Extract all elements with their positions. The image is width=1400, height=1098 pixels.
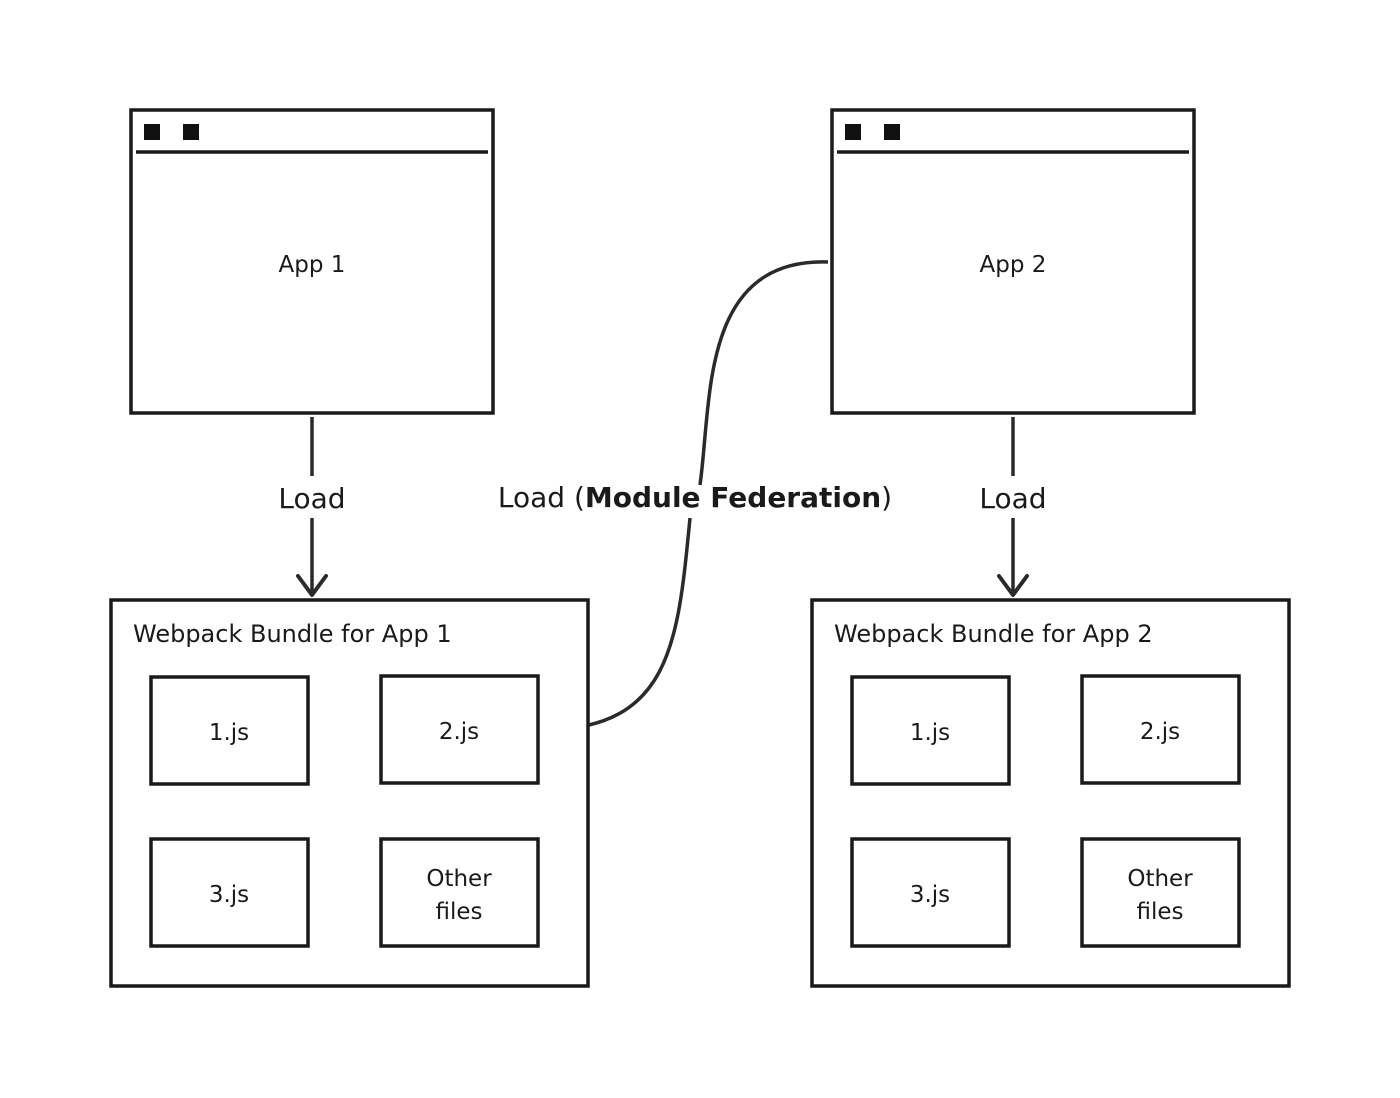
file-label: 3.js [910, 882, 950, 908]
bundle-2-file-1 [850, 675, 1011, 786]
bundle-1-file-2 [379, 674, 540, 785]
app-1-label: App 1 [279, 252, 346, 278]
app-1-window: App 1 [129, 108, 495, 415]
edge-label-module-federation: Load (Module Federation) [498, 481, 892, 514]
federation-suffix: ) [881, 481, 892, 514]
bundle-1-file-1 [149, 675, 310, 786]
arrow-down-icon [997, 574, 1029, 597]
file-label: Other [1127, 866, 1193, 892]
bundle-1-file-3 [149, 837, 310, 948]
bundle-2-file-3 [850, 837, 1011, 948]
app-2-frame [830, 108, 1196, 415]
window-button-icon [183, 124, 199, 140]
federation-prefix: Load ( [498, 481, 585, 514]
edge-label-load-app2: Load [979, 482, 1046, 515]
file-label: 3.js [209, 882, 249, 908]
file-label: 1.js [910, 720, 950, 746]
file-label: 1.js [209, 720, 249, 746]
window-button-icon [144, 124, 160, 140]
window-button-icon [845, 124, 861, 140]
edge-curve-upper [698, 260, 829, 486]
edge-label-load-app1: Load [278, 482, 345, 515]
bundle-2-file-other [1080, 837, 1241, 948]
app-1-frame [129, 108, 495, 415]
bundle-1-title: Webpack Bundle for App 1 [133, 620, 452, 648]
app-2-label: App 2 [980, 252, 1047, 278]
bundle-1: Webpack Bundle for App 1 1.js 2.js 3.js … [109, 598, 590, 988]
window-button-icon [884, 124, 900, 140]
federation-bold: Module Federation [585, 481, 881, 514]
edge-app2-to-bundle2: Load [979, 417, 1047, 597]
app-2-window: App 2 [830, 108, 1196, 415]
file-label: 2.js [1140, 719, 1180, 745]
file-label: files [1136, 899, 1183, 925]
file-label: Other [426, 866, 492, 892]
bundle-2-file-2 [1080, 674, 1241, 785]
arrow-down-icon [296, 574, 328, 597]
file-label: 2.js [439, 719, 479, 745]
bundle-1-file-other [379, 837, 540, 948]
edge-module-federation: Load (Module Federation) [498, 260, 892, 746]
bundle-2-title: Webpack Bundle for App 2 [834, 620, 1153, 648]
bundle-2: Webpack Bundle for App 2 1.js 2.js 3.js … [810, 598, 1291, 988]
edge-app1-to-bundle1: Load [278, 417, 346, 597]
file-label: files [435, 899, 482, 925]
